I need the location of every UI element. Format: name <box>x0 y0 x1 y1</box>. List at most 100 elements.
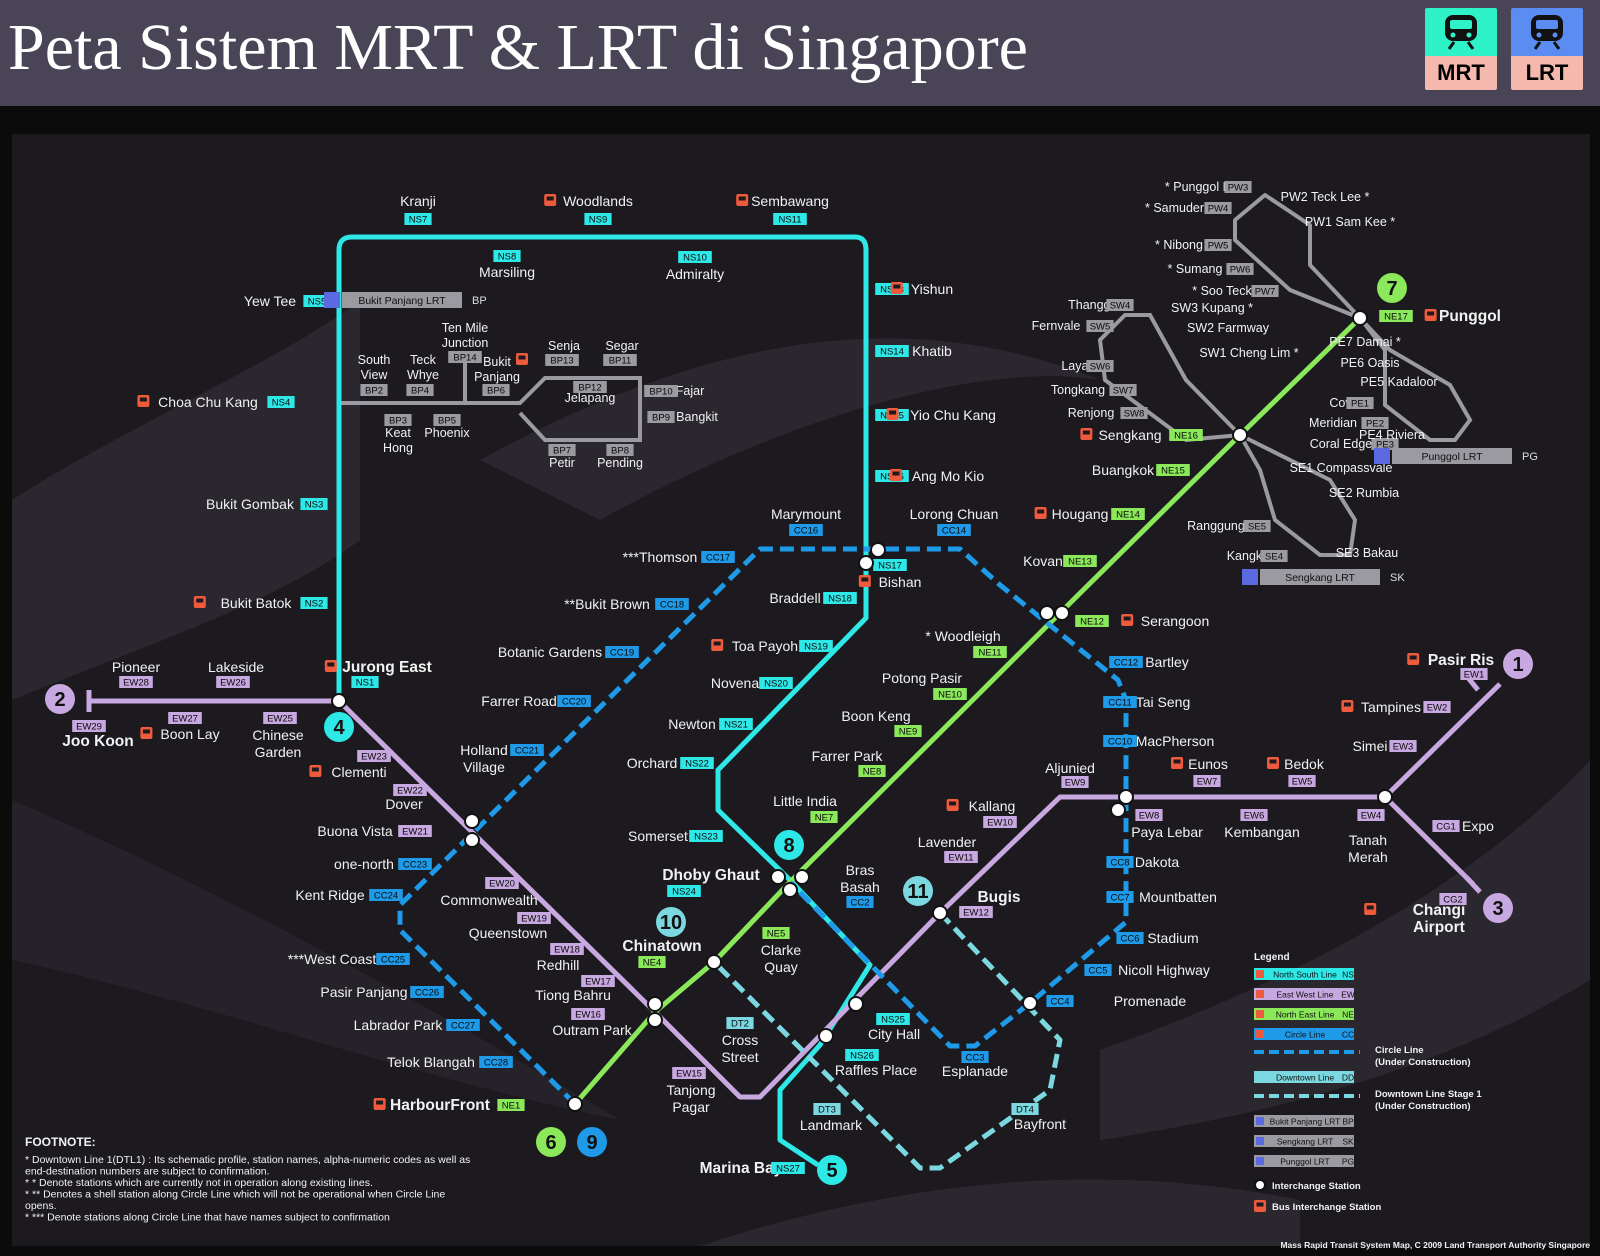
lrt-station-pw1-sam-kee-[interactable]: PW1 Sam Kee * <box>1305 215 1395 229</box>
lrt-station-pe6-oasis[interactable]: PE6 Oasis <box>1340 356 1399 370</box>
lrt-station-pw2-teck-lee-[interactable]: PW2 Teck Lee * <box>1281 190 1370 204</box>
lrt-station-sw1-cheng-lim-[interactable]: SW1 Cheng Lim * <box>1199 346 1298 360</box>
station-yishun[interactable]: YishunNS13 <box>875 281 953 297</box>
station-yio-chu-kang[interactable]: Yio Chu KangNS15 <box>875 407 996 423</box>
lrt-station-pe5-kadaloor[interactable]: PE5 Kadaloor <box>1360 375 1437 389</box>
lrt-station-sw2-farmway[interactable]: SW2 Farmway <box>1187 321 1270 335</box>
lrt-station-pe4-riviera[interactable]: PE4 Riviera <box>1359 428 1425 442</box>
